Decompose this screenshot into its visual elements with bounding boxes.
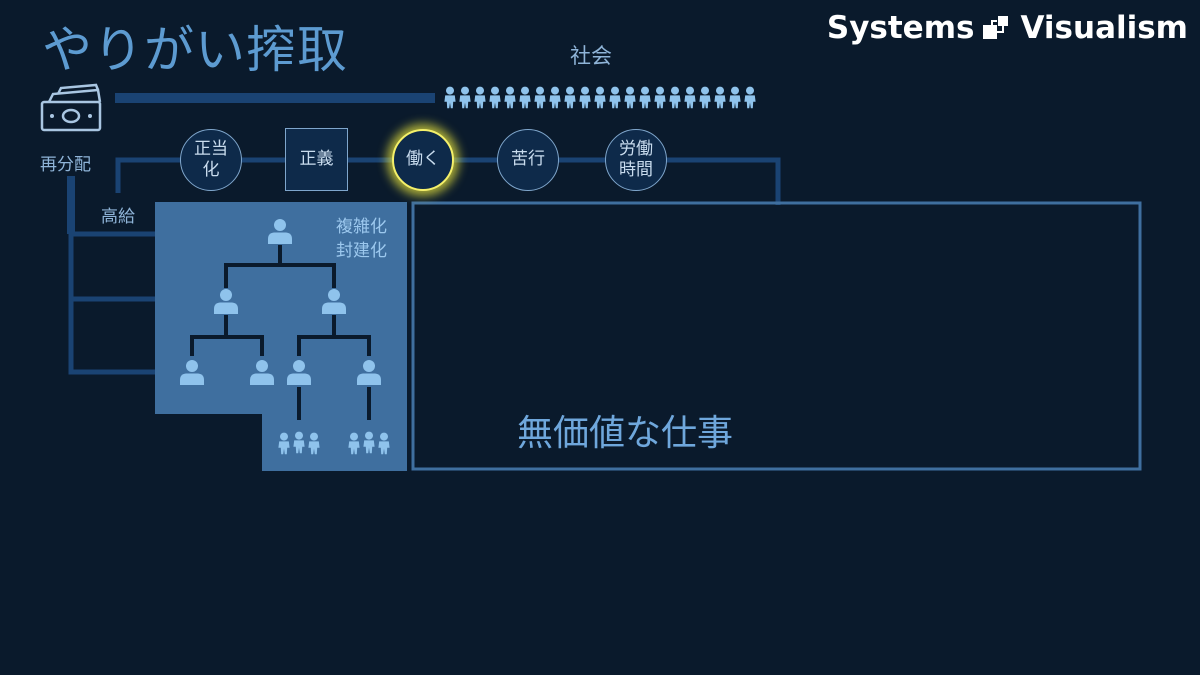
high-salary-label: 高給 (101, 207, 135, 227)
systems-visualism-logo (983, 16, 1009, 39)
hierarchy-lines (190, 245, 371, 420)
brand-logo: Systems Visualism (827, 6, 1188, 50)
chain-node-justice: 正義 (285, 128, 348, 191)
useless-work-box (411, 201, 1142, 471)
feudalization-label: 封建化 (336, 241, 387, 261)
chain-node-hardship: 苦行 (497, 129, 559, 191)
brand-left: Systems (826, 10, 975, 46)
page-title: やりがい搾取 (42, 21, 348, 79)
society-crowd (444, 86, 756, 109)
society-link-line (115, 93, 435, 103)
redistribution-line (67, 176, 75, 234)
brand-right: Visualism (1020, 10, 1188, 46)
money-icon (40, 83, 102, 132)
redistribution-label: 再分配 (40, 155, 91, 175)
chain-node-justification: 正当化 (180, 129, 242, 191)
society-label: 社会 (570, 44, 612, 68)
complexity-label: 複雑化 (336, 217, 387, 237)
hierarchy-panel (155, 202, 407, 471)
chain-node-working-hours: 労働時間 (605, 129, 667, 191)
useless-work-label: 無価値な仕事 (517, 413, 734, 454)
chain-node-work: 働く (392, 129, 454, 191)
